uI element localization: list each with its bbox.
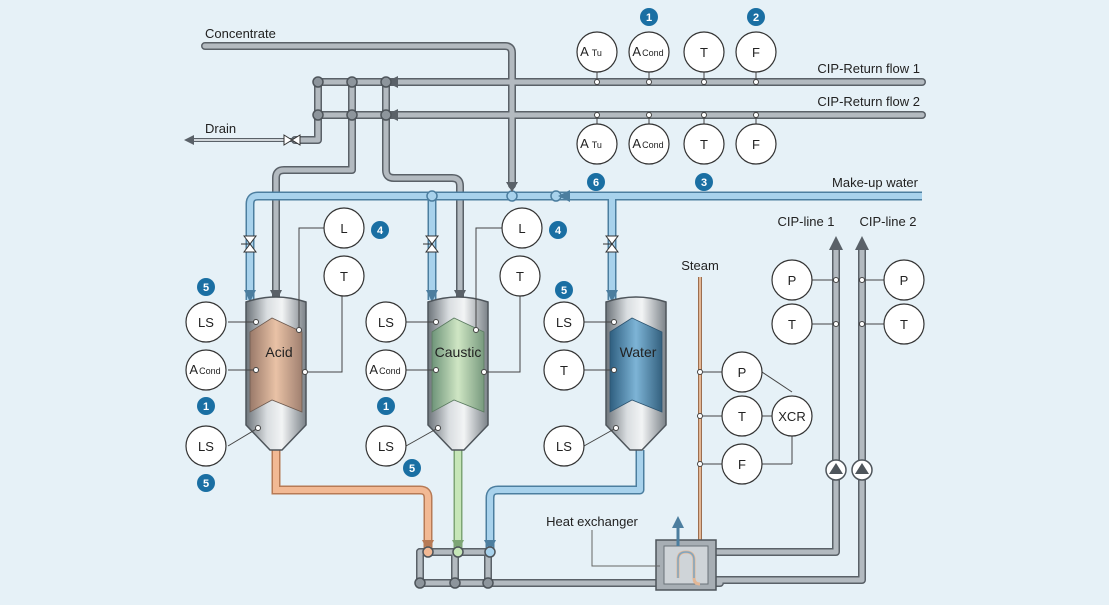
heat-exchanger-leader — [591, 530, 660, 567]
steam-pressure: P — [738, 365, 747, 380]
sensor-taps — [253, 79, 865, 467]
svg-text:5: 5 — [561, 285, 567, 297]
make-up-water-label: Make-up water — [832, 175, 919, 190]
caustic-tank: Caustic — [427, 296, 489, 451]
caustic-level: L — [518, 221, 525, 236]
acid-level: L — [340, 221, 347, 236]
pipe-junctions — [312, 76, 494, 589]
badge-2-return-flow: 2 — [747, 8, 765, 26]
temperature-return-2: T — [700, 137, 708, 152]
svg-text:1: 1 — [383, 401, 389, 413]
instruments — [185, 31, 925, 485]
flow-arrows — [244, 182, 618, 552]
acid-temperature: T — [340, 269, 348, 284]
cip-line-1-pump-icon — [825, 459, 847, 481]
badge-5-acid-bottom: 5 — [197, 474, 215, 492]
svg-text:4: 4 — [555, 225, 562, 237]
badge-1-acid-conductivity: 1 — [197, 397, 215, 415]
water-temperature: T — [560, 363, 568, 378]
return-flow-2-label: CIP-Return flow 2 — [817, 94, 920, 109]
svg-text:1: 1 — [203, 401, 209, 413]
heat-exchanger — [655, 516, 717, 591]
badge-4-caustic-level: 4 — [549, 221, 567, 239]
cip-line-2-temperature: T — [900, 317, 908, 332]
badge-1-return-conductivity: 1 — [640, 8, 658, 26]
heat-exchanger-outlet-arrow-icon — [672, 516, 684, 528]
number-badges: 1 2 6 3 4 4 5 5 1 1 5 5 — [197, 8, 765, 492]
steam-temperature: T — [738, 409, 746, 424]
acid-inlet-valve-icon — [241, 235, 257, 253]
make-up-water-arrow-icon — [558, 190, 570, 202]
acid-conductivity: ACond — [189, 362, 220, 377]
svg-text:5: 5 — [203, 478, 209, 490]
caustic-level-switch-top: LS — [378, 315, 394, 330]
flow-return-2: F — [752, 137, 760, 152]
svg-text:2: 2 — [753, 12, 759, 24]
cip-line-2-label: CIP-line 2 — [859, 214, 916, 229]
cip-line-1-label: CIP-line 1 — [777, 214, 834, 229]
water-inlet-valve-icon — [603, 235, 619, 253]
cip-line-2-pressure: P — [900, 273, 909, 288]
return-flow-1-label: CIP-Return flow 1 — [817, 61, 920, 76]
temperature-return-1: T — [700, 45, 708, 60]
acid-tank: Acid — [245, 296, 307, 451]
water-tank-label: Water — [620, 344, 657, 360]
svg-text:1: 1 — [646, 12, 652, 24]
acid-level-switch-top: LS — [198, 315, 214, 330]
caustic-temperature: T — [516, 269, 524, 284]
return-flow-2-arrow-icon — [386, 109, 398, 121]
cip-line-1-arrow-icon — [829, 236, 843, 250]
cip-line-2-pump-icon — [851, 459, 873, 481]
water-level-switch-bottom: LS — [556, 439, 572, 454]
acid-outlet-pipe — [271, 450, 433, 552]
acid-level-switch-bottom: LS — [198, 439, 214, 454]
return-flow-1-arrow-icon — [386, 76, 398, 88]
cip-line-2-arrow-icon — [855, 236, 869, 250]
collector-junctions — [422, 546, 496, 558]
badge-5-acid-top: 5 — [197, 278, 215, 296]
make-up-water-pipes — [245, 191, 922, 550]
water-tank: Water — [605, 296, 667, 451]
svg-text:5: 5 — [409, 463, 415, 475]
controller-xcr: XCR — [778, 409, 805, 424]
drain-line — [184, 134, 301, 146]
steam-label: Steam — [681, 258, 719, 273]
conductivity-return-1: ACond — [632, 44, 663, 59]
caustic-conductivity: ACond — [369, 362, 400, 377]
cip-line-1-temperature: T — [788, 317, 796, 332]
caustic-inlet-valve-icon — [423, 235, 439, 253]
conductivity-return-2: ACond — [632, 136, 663, 151]
flow-return-1: F — [752, 45, 760, 60]
svg-text:6: 6 — [593, 177, 599, 189]
heat-exchanger-label: Heat exchanger — [546, 514, 638, 529]
drain-valve-icon — [283, 134, 301, 146]
drain-label: Drain — [205, 121, 236, 136]
svg-text:5: 5 — [203, 282, 209, 294]
badge-5-water-top: 5 — [555, 281, 573, 299]
badge-4-acid-level: 4 — [371, 221, 389, 239]
water-level-switch-top: LS — [556, 315, 572, 330]
badge-3-return-temperature: 3 — [695, 173, 713, 191]
badge-1-caustic-conductivity: 1 — [377, 397, 395, 415]
concentrate-label: Concentrate — [205, 26, 276, 41]
cip-line-1-pressure: P — [788, 273, 797, 288]
svg-text:4: 4 — [377, 225, 384, 237]
badge-5-caustic-bottom: 5 — [403, 459, 421, 477]
steam-flow: F — [738, 457, 746, 472]
svg-text:3: 3 — [701, 177, 707, 189]
caustic-level-switch-bottom: LS — [378, 439, 394, 454]
acid-tank-label: Acid — [265, 344, 292, 360]
caustic-tank-label: Caustic — [435, 344, 482, 360]
process-labels: Concentrate Drain CIP-Return flow 1 CIP-… — [205, 26, 920, 529]
badge-6-makeup: 6 — [587, 173, 605, 191]
